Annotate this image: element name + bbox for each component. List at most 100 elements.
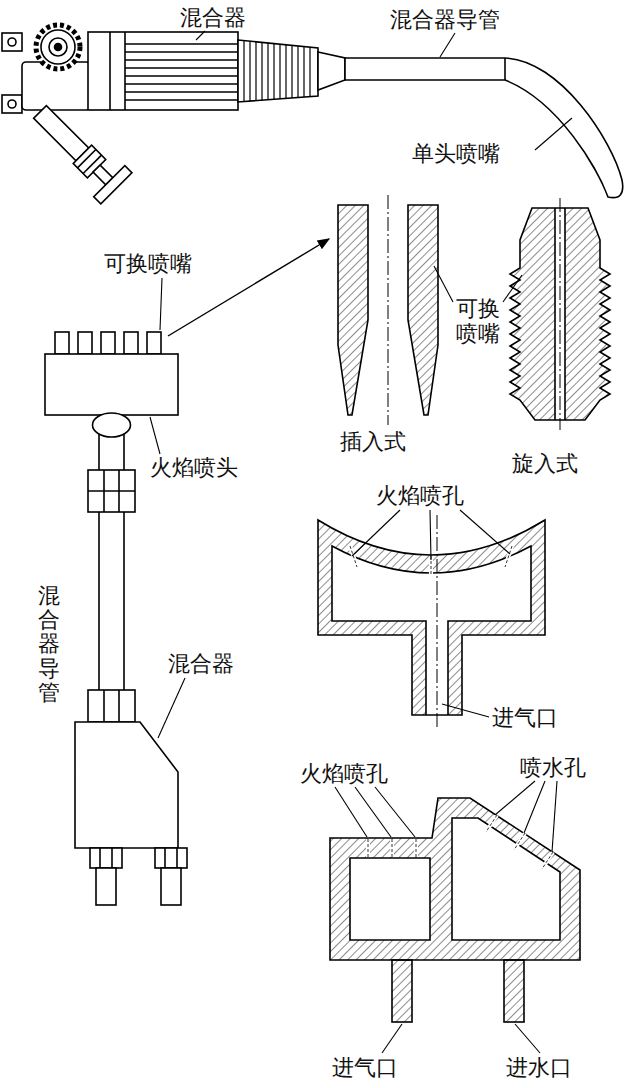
single-tip-torch-part-part [309,47,310,96]
single-tip-torch-part-part [249,41,250,101]
single-tip-torch-part-part [125,75,238,76]
single-tip-torch-part-part [291,45,292,98]
part-label: 可换 喷嘴 [456,296,502,347]
single-tip-torch-part [24,96,131,203]
multi-tip-torch-part [118,690,120,722]
multi-tip-torch-part [147,332,161,354]
single-tip-torch-part-part [34,106,89,161]
single-tip-torch-part-part [94,166,132,204]
multi-tip-torch-part [99,848,101,868]
single-tip-torch-part-part [279,44,280,99]
leader-lines-part [440,33,455,57]
multi-tip-torch-part [155,848,187,868]
water-cooled-head-section-part [392,960,412,1022]
leader-lines-part [382,1024,402,1053]
water-cooled-head-section-part-part [390,839,394,857]
flame-head-section-part-part [350,546,357,567]
multi-tip-torch [45,332,187,905]
single-tip-torch-part-part [125,99,238,100]
single-tip-torch-part [345,58,623,198]
single-tip-torch-part-part [125,59,238,60]
leader-lines-part [460,510,510,554]
part-label: 火焰喷孔 [300,762,388,786]
part-label: 火焰喷头 [150,456,238,480]
multi-tip-torch-part [90,848,122,868]
leader-lines-part [495,781,535,815]
leader-lines-part [524,781,545,833]
single-tip-torch-part [55,44,62,51]
water-cooled-head-section-part-part [486,815,497,832]
insert-nozzle-section-part [408,205,438,415]
multi-tip-torch-part [111,848,113,868]
single-tip-torch-part [244,41,310,102]
single-tip-torch-part [109,32,111,110]
single-tip-torch-part-part [267,43,268,100]
single-tip-torch-part-part [125,91,238,92]
part-label: 进气口 [332,1056,398,1080]
single-tip-torch-part [8,100,16,108]
flame-head-section-part-part [505,546,512,567]
single-tip-torch [2,25,623,204]
single-tip-torch-part [49,38,67,56]
water-cooled-head-section-part [368,815,553,869]
multi-tip-torch-part [124,332,138,354]
multi-tip-torch-part [88,490,135,492]
leader-lines-part [196,31,205,40]
single-tip-torch-part [8,38,16,46]
single-tip-torch-part-part [125,43,238,44]
leader-lines-part [442,704,489,717]
leader-lines-part [434,266,453,302]
single-tip-torch-part [36,25,80,69]
single-tip-torch-part [125,44,238,100]
leader-lines-part [535,118,572,150]
single-tip-torch-part [2,33,22,51]
water-cooled-head-section-part-part [542,852,553,869]
part-label: 进气口 [492,706,558,730]
multi-tip-torch-part [101,332,115,354]
flame-head-section-part-part [350,546,357,567]
water-cooled-head-section-part-part [514,833,525,850]
multi-tip-torch-part [75,722,178,848]
multi-tip-torch-part [45,354,178,415]
single-tip-torch-part-part [273,44,274,100]
leader-lines [150,31,572,1053]
leader-lines-part [503,275,522,302]
single-tip-torch-part-part [125,83,238,84]
single-tip-torch-part [41,30,75,64]
water-cooled-head-section [330,798,580,1022]
multi-tip-torch-part [96,868,116,905]
single-tip-torch-part [318,52,345,90]
single-tip-torch-part [88,32,238,110]
insert-nozzle-section [338,195,438,425]
leader-lines-part [352,510,400,556]
leader-lines-part [150,417,160,454]
part-label: 单头喷嘴 [412,142,500,166]
multi-tip-torch-part [88,690,135,722]
multi-tip-torch-part [55,332,69,354]
single-tip-torch-part-part [303,47,304,97]
pointer-arrow [168,239,329,336]
single-tip-torch-part-part [297,46,298,98]
insert-nozzle-section-part [338,205,368,415]
part-label: 进水口 [506,1056,572,1080]
single-tip-torch-part-part [243,41,244,102]
flame-head-section [318,515,545,728]
water-cooled-head-section-part-part [514,833,525,850]
water-cooled-head-section-part-part [486,815,497,832]
single-tip-torch-part [238,40,318,102]
water-cooled-head-section-part-part [368,839,369,857]
screw-nozzle-section [510,198,610,430]
multi-tip-torch-part [176,848,178,868]
multi-tip-torch-part [78,332,92,354]
water-cooled-head-section-part [504,960,524,1022]
single-tip-torch-part [2,95,22,113]
part-label: 旋入式 [512,452,578,476]
single-tip-torch-part-part [285,45,286,99]
water-cooled-head-section-part-part [542,852,553,869]
single-tip-torch-part-part [255,42,256,101]
multi-tip-torch-part [103,470,105,512]
multi-tip-torch-part [161,868,181,905]
water-cooled-head-section-part [330,798,580,960]
leader-lines-part [430,510,431,560]
part-label: 混合器 [168,652,234,676]
